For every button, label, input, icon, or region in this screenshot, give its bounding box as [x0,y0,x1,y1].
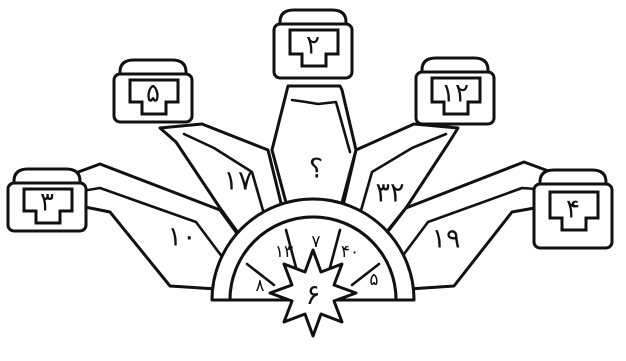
spoke-value-left: ۱۷ [223,166,252,197]
pod-value-far-right: ۴ [566,195,580,225]
spoke-value-far-right: ۱۹ [431,224,460,255]
hub-value-far-right: ۵ [369,270,378,290]
hub-value-far-left: ۸ [255,276,264,296]
hub-value-top: ۷ [311,232,320,252]
center-value: ۶ [305,278,320,311]
pod-value-top: ۲ [306,31,320,61]
pod-value-left: ۵ [146,79,160,109]
hub-value-right: ۴۰ [341,242,359,262]
spoke-value-right: ۳۲ [375,178,404,209]
spoke-value-far-left: ۱۰ [167,222,196,253]
pod-value-right: ۱۲ [441,79,469,109]
spoke-value-top: ؟ [309,154,323,185]
hub-value-left: ۱۳ [275,242,293,262]
pod-value-far-left: ۳ [40,188,54,218]
